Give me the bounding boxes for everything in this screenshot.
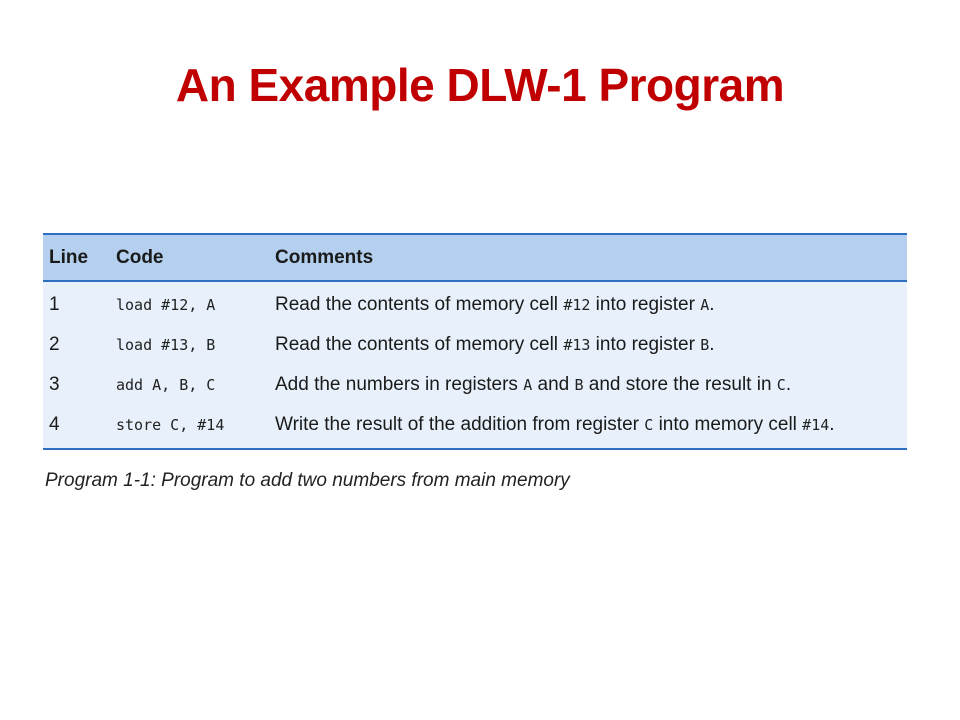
row-line-number: 3 [49,374,60,395]
row-code: add A, B, C [116,376,216,394]
comment-text: . [829,414,835,435]
row-code: load #12, A [116,296,216,314]
table-row: 3 add A, B, C Add the numbers in registe… [43,365,907,405]
comment-text: into memory cell [653,414,803,435]
comment-code-token: A [700,296,710,314]
header-code: Code [116,246,164,268]
row-comment: Read the contents of memory cell #13 int… [275,325,907,365]
comment-text: into register [590,294,701,315]
row-line-number: 4 [49,414,60,435]
comment-text: . [785,374,792,395]
slide-title: An Example DLW-1 Program [175,59,785,111]
comment-text: Read the contents of memory cell [275,294,564,315]
table-row: 4 store C, #14 Write the result of the a… [43,405,907,448]
comment-text: and store the result in [583,374,777,395]
row-comment: Add the numbers in registers A and B and… [275,365,907,405]
header-comments: Comments [275,246,374,268]
table-caption: Program 1-1: Program to add two numbers … [45,470,570,491]
table-row: 1 load #12, A Read the contents of memor… [43,281,907,325]
comment-code-token: B [700,336,710,354]
comment-code-token: #12 [563,296,591,314]
row-line-number: 2 [49,334,60,355]
comment-text: . [709,334,715,355]
program-table: Line Code Comments 1 load #12, A Read th… [43,233,907,450]
comment-code-token: C [776,376,786,394]
comment-code-token: B [574,376,584,394]
comment-code-token: A [523,376,533,394]
table-header-row: Line Code Comments [43,235,907,281]
comment-text: Read the contents of memory cell [275,334,564,355]
row-code: store C, #14 [116,416,225,434]
comment-code-token: #13 [563,336,591,354]
row-line-number: 1 [49,294,60,315]
comment-text: into register [590,334,701,355]
header-line: Line [49,246,89,268]
comment-text: Add the numbers in registers [275,374,524,395]
comment-text: Write the result of the addition from re… [275,414,645,435]
row-comment: Read the contents of memory cell #12 int… [275,281,907,325]
row-comment: Write the result of the addition from re… [275,405,907,448]
program-table-grid: Line Code Comments 1 load #12, A Read th… [43,235,907,448]
comment-code-token: #14 [802,416,830,434]
row-code: load #13, B [116,336,216,354]
table-row: 2 load #13, B Read the contents of memor… [43,325,907,365]
comment-code-token: C [644,416,654,434]
comment-text: . [709,294,715,315]
comment-text: and [532,374,575,395]
